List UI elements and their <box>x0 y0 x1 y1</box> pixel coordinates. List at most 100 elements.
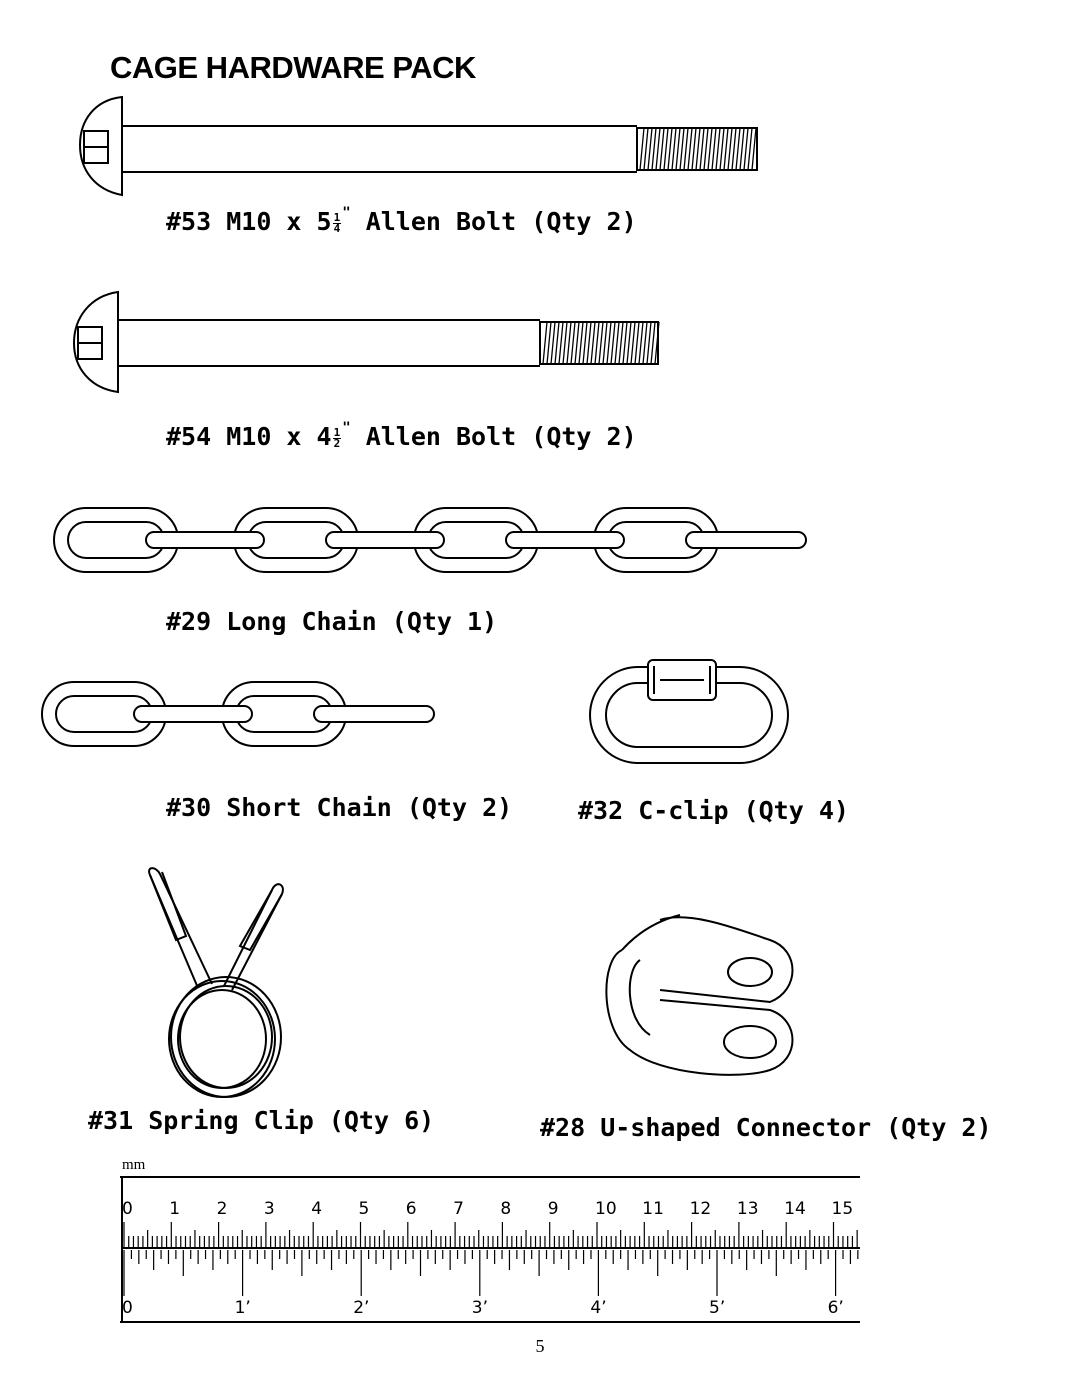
u-connector-illustration <box>605 914 794 1076</box>
thread-line <box>731 127 737 171</box>
thread-line <box>614 321 620 365</box>
thread-line <box>671 127 677 171</box>
c-clip-illustration <box>589 659 789 764</box>
thread-line <box>550 321 556 365</box>
cm-label: 7 <box>453 1199 464 1219</box>
thread-line <box>650 321 656 365</box>
thread-line <box>719 127 725 171</box>
inch-label: 2’ <box>353 1298 370 1318</box>
thread-line <box>594 321 600 365</box>
thread-line <box>582 321 588 365</box>
cm-label: 3 <box>263 1199 275 1219</box>
thread-line <box>711 127 717 171</box>
thread-line <box>574 321 580 365</box>
thread-line <box>639 127 645 171</box>
ruler-unit-label: mm <box>122 1157 146 1173</box>
thread-line <box>727 127 733 171</box>
thread-line <box>667 127 673 171</box>
thread-line <box>554 321 560 365</box>
part-29-caption: #29 Long Chain (Qty 1) <box>166 607 498 636</box>
cm-label: 15 <box>831 1199 854 1219</box>
thread-line <box>578 321 584 365</box>
thread-line <box>695 127 701 171</box>
thread-line <box>646 321 652 365</box>
thread-line <box>743 127 749 171</box>
bolt-54-illustration <box>72 290 660 394</box>
thread-line <box>643 127 649 171</box>
thread-line <box>739 127 745 171</box>
thread-line <box>735 127 741 171</box>
thread-line <box>659 127 665 171</box>
long-chain-illustration <box>53 507 807 573</box>
thread-line <box>542 321 548 365</box>
thread-line <box>642 321 648 365</box>
thread-line <box>626 321 632 365</box>
cm-label: 14 <box>784 1199 806 1219</box>
spring-clip-illustration <box>148 867 284 1098</box>
cm-label: 2 <box>216 1199 228 1219</box>
thread-line <box>622 321 628 365</box>
page-number: 5 <box>535 1336 545 1356</box>
thread-line <box>562 321 568 365</box>
thread-line <box>747 127 753 171</box>
inch-label: 3’ <box>471 1298 489 1318</box>
thread-line <box>663 127 669 171</box>
thread-line <box>610 321 616 365</box>
cm-label: 1 <box>169 1199 181 1219</box>
thread-line <box>586 321 592 365</box>
part-28-caption: #28 U-shaped Connector (Qty 2) <box>540 1113 992 1142</box>
thread-line <box>751 127 757 171</box>
part-30-caption: #30 Short Chain (Qty 2) <box>166 793 513 822</box>
thread-line <box>683 127 689 171</box>
cm-label: 9 <box>547 1199 559 1219</box>
cm-label: 4 <box>311 1199 323 1219</box>
inch-label: 5’ <box>709 1298 726 1318</box>
part-32-caption: #32 C-clip (Qty 4) <box>578 796 849 825</box>
thread-line <box>634 321 640 365</box>
thread-line <box>703 127 709 171</box>
thread-line <box>651 127 657 171</box>
thread-line <box>546 321 552 365</box>
page-title: CAGE HARDWARE PACK <box>110 50 476 85</box>
bolt-53-illustration <box>78 95 758 197</box>
thread-line <box>707 127 713 171</box>
cm-label: 12 <box>689 1199 712 1219</box>
thread-line <box>655 127 661 171</box>
thread-line <box>558 321 564 365</box>
thread-line <box>715 127 721 171</box>
thread-line <box>638 321 644 365</box>
cm-label: 11 <box>642 1199 664 1219</box>
cm-label: 13 <box>736 1199 759 1219</box>
thread-line <box>687 127 693 171</box>
thread-line <box>598 321 604 365</box>
inch-label: 1’ <box>234 1298 251 1318</box>
thread-line <box>647 127 653 171</box>
cm-label: 5 <box>358 1199 370 1219</box>
inch-label: 4’ <box>590 1298 607 1318</box>
thread-line <box>566 321 572 365</box>
thread-line <box>723 127 729 171</box>
cm-label: 8 <box>500 1199 512 1219</box>
cm-label: 0 <box>122 1199 133 1219</box>
part-31-caption: #31 Spring Clip (Qty 6) <box>88 1106 435 1135</box>
thread-line <box>675 127 681 171</box>
inch-label: 0 <box>122 1298 133 1318</box>
cm-label: 6 <box>405 1199 417 1219</box>
inch-label: 6’ <box>827 1298 844 1318</box>
thread-line <box>602 321 608 365</box>
thread-line <box>618 321 624 365</box>
thread-line <box>699 127 705 171</box>
thread-line <box>630 321 636 365</box>
thread-line <box>654 321 660 365</box>
thread-line <box>679 127 685 171</box>
measuring-ruler <box>120 1176 860 1323</box>
thread-line <box>590 321 596 365</box>
thread-line <box>606 321 612 365</box>
thread-line <box>691 127 697 171</box>
cm-label: 10 <box>595 1199 617 1219</box>
thread-line <box>570 321 576 365</box>
short-chain-illustration <box>41 681 435 747</box>
